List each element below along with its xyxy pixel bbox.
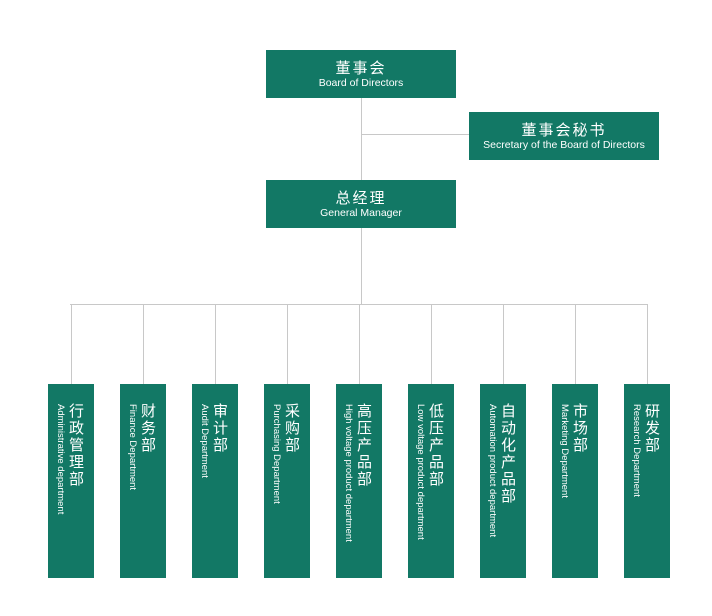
department-box-finance: Finance Department 财务部	[120, 384, 166, 578]
connector-department-drop	[71, 304, 72, 384]
department-label-en: Purchasing Department	[271, 404, 282, 504]
department-label-en: Administrative department	[55, 404, 66, 515]
department-label-en: Audit Department	[199, 404, 210, 478]
department-label-zh: 市场部	[572, 402, 588, 454]
department-box-research: Research Department 研发部	[624, 384, 670, 578]
connector-department-drop	[143, 304, 144, 384]
department-box-automation: Automation product department 自动化产品部	[480, 384, 526, 578]
department-label-zh: 财务部	[140, 402, 156, 454]
connector-department-drop	[431, 304, 432, 384]
department-label-en: Low voltage product department	[415, 404, 426, 540]
connector-department-drop	[503, 304, 504, 384]
connector-board-to-manager	[361, 98, 362, 180]
department-box-low-voltage: Low voltage product department 低压产品部	[408, 384, 454, 578]
secretary-title-zh: 董事会秘书	[521, 120, 607, 139]
connector-department-drop	[359, 304, 360, 384]
department-label-en: Marketing Department	[559, 404, 570, 498]
connector-department-drop	[575, 304, 576, 384]
board-of-directors-box: 董事会 Board of Directors	[266, 50, 456, 98]
department-box-purchasing: Purchasing Department 采购部	[264, 384, 310, 578]
general-manager-box: 总经理 General Manager	[266, 180, 456, 228]
department-label-zh: 低压产品部	[428, 402, 444, 488]
department-label-zh: 审计部	[212, 402, 228, 454]
department-label-zh: 自动化产品部	[500, 402, 516, 505]
department-box-high-voltage: High voltage product department 高压产品部	[336, 384, 382, 578]
connector-department-drop	[215, 304, 216, 384]
department-label-zh: 研发部	[644, 402, 660, 454]
connector-to-secretary	[361, 134, 469, 135]
secretary-title-en: Secretary of the Board of Directors	[483, 138, 645, 151]
connector-manager-to-bus	[361, 228, 362, 304]
department-label-en: High voltage product department	[343, 404, 354, 542]
department-label-en: Automation product department	[487, 404, 498, 538]
connector-department-drop	[647, 304, 648, 384]
board-title-zh: 董事会	[335, 58, 387, 77]
department-label-zh: 高压产品部	[356, 402, 372, 488]
department-label-zh: 采购部	[284, 402, 300, 454]
board-title-en: Board of Directors	[318, 76, 404, 89]
manager-title-en: General Manager	[320, 206, 402, 219]
secretary-box: 董事会秘书 Secretary of the Board of Director…	[469, 112, 659, 160]
department-box-administrative: Administrative department 行政管理部	[48, 384, 94, 578]
manager-title-zh: 总经理	[335, 188, 387, 207]
department-box-marketing: Marketing Department 市场部	[552, 384, 598, 578]
department-label-en: Finance Department	[127, 404, 138, 491]
department-box-audit: Audit Department 审计部	[192, 384, 238, 578]
connector-department-drop	[287, 304, 288, 384]
department-label-en: Research Department	[631, 404, 642, 497]
department-label-zh: 行政管理部	[68, 402, 84, 488]
